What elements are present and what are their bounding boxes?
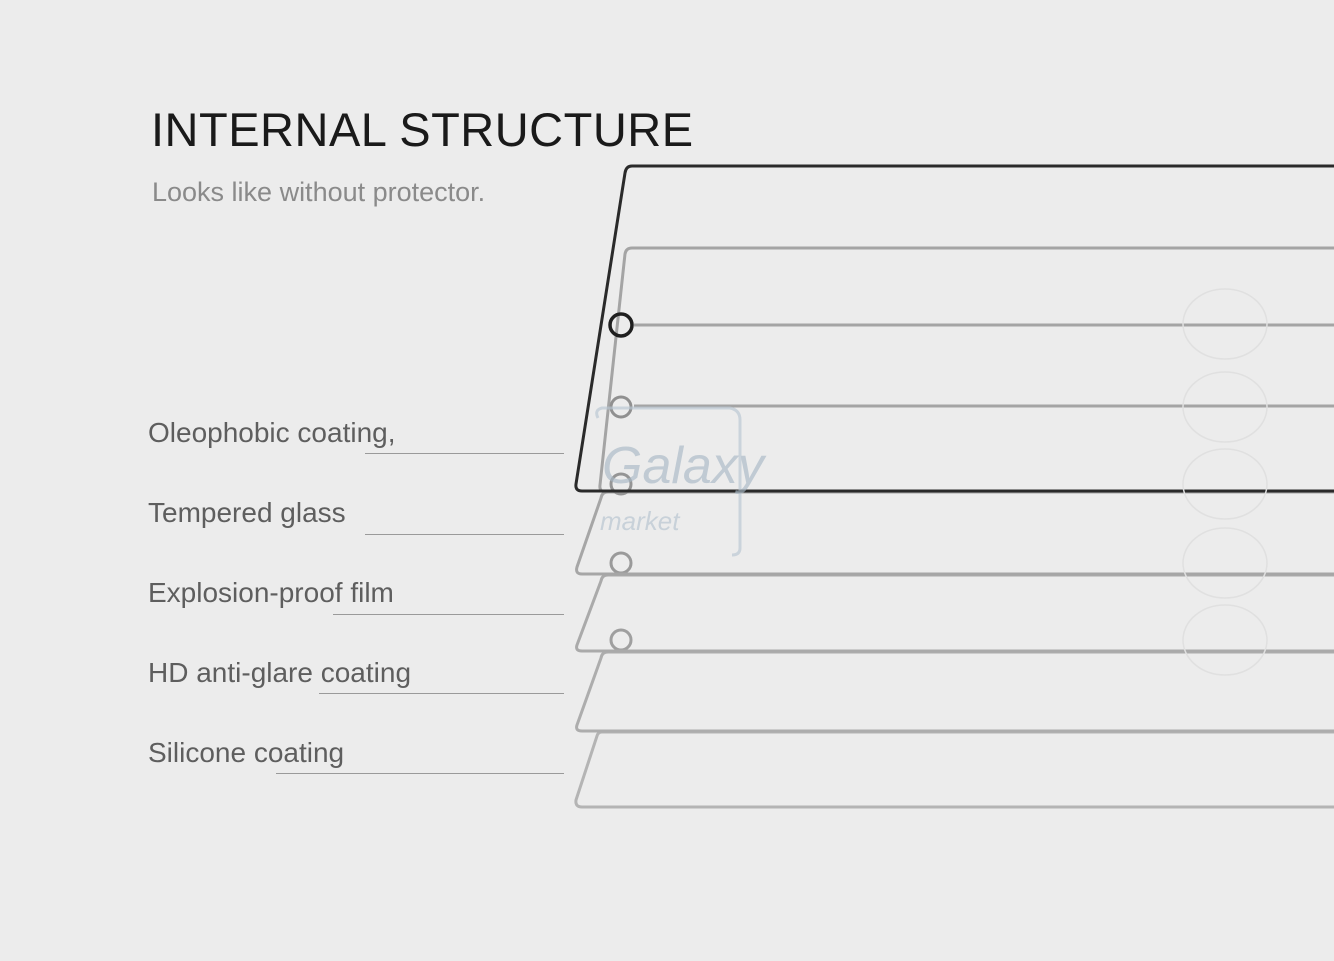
plate-top-screen <box>574 164 1334 493</box>
layer-label-silicone: Silicone coating <box>148 737 345 768</box>
leader-line-oleophobic <box>365 453 564 454</box>
plate-oleophobic-inner <box>598 246 1334 494</box>
plate-silicone <box>574 730 1334 809</box>
plate-anti-glare <box>575 628 1334 733</box>
layer-label-tempered-glass: Tempered glass <box>148 497 346 528</box>
leader-line-tempered-glass <box>365 534 564 535</box>
leader-line-silicone <box>276 773 564 774</box>
layer-label-explosion-proof: Explosion-proof film <box>148 577 394 608</box>
watermark-text-main: Galaxy <box>602 437 767 495</box>
home-button-outlines <box>1182 288 1268 676</box>
page-title: INTERNAL STRUCTURE <box>151 103 694 156</box>
plate-explosion-proof-camera-hole <box>609 551 633 575</box>
watermark-logo: Galaxy market <box>595 406 767 557</box>
page-subtitle: Looks like without protector. <box>152 177 486 207</box>
layer-label-oleophobic: Oleophobic coating, <box>148 417 396 448</box>
leader-line-anti-glare <box>319 693 564 694</box>
leader-line-explosion-proof <box>333 614 564 615</box>
plate-explosion-proof <box>575 551 1334 653</box>
watermark-text-sub: market <box>600 506 681 536</box>
plate-top-camera-hole <box>608 312 634 338</box>
layer-label-anti-glare: HD anti-glare coating <box>148 657 412 688</box>
plate-anti-glare-camera-hole <box>609 628 633 652</box>
plate-tempered-glass-camera-hole <box>609 472 633 496</box>
